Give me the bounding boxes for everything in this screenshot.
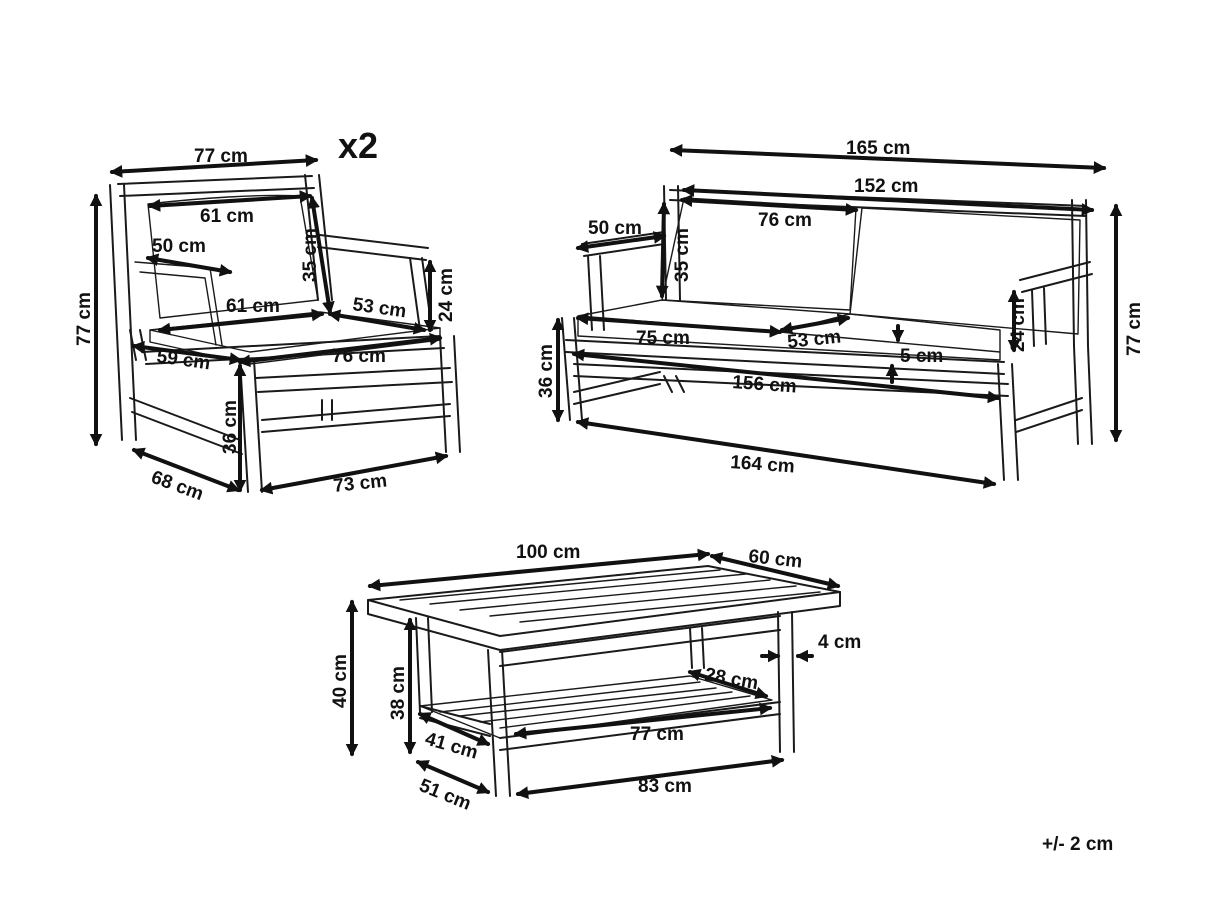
dim-line xyxy=(669,144,1107,174)
sofa-cushion-thick-label: 5 cm xyxy=(900,346,943,367)
dim-line xyxy=(131,447,241,493)
armchair-side-depth-label: 59 cm xyxy=(155,346,211,374)
armchair-arm-height-label: 24 cm xyxy=(436,268,457,322)
dim-line xyxy=(681,184,1095,216)
armchair-base-width-label: 73 cm xyxy=(332,470,388,497)
sofa-cushion-back-label: 76 cm xyxy=(758,210,812,231)
dim-line xyxy=(307,195,335,315)
dim-line xyxy=(145,253,233,277)
sofa-cushion-width-label: 75 cm xyxy=(636,328,690,349)
dim-line xyxy=(687,668,769,700)
armchair-drawing xyxy=(109,174,461,493)
armchair-height-label: 77 cm xyxy=(74,292,95,346)
dim-line xyxy=(417,712,491,746)
dim-line xyxy=(109,154,319,178)
table-dimensions xyxy=(345,548,841,800)
dim-line xyxy=(575,312,783,338)
sofa-seat-height-label: 36 cm xyxy=(536,344,557,398)
dim-line xyxy=(515,754,785,800)
table-leg-inset-label: 4 cm xyxy=(818,632,861,653)
dim-line xyxy=(655,201,671,299)
armchair-width-top-label: 77 cm xyxy=(194,146,248,167)
dim-line xyxy=(571,348,1001,404)
dim-line xyxy=(237,332,443,368)
sofa-height-label: 77 cm xyxy=(1124,302,1145,356)
table-shelf-front-label: 41 cm xyxy=(423,729,481,764)
table-leg-height-label: 38 cm xyxy=(388,666,409,720)
sofa-total-width-label: 165 cm xyxy=(846,138,910,159)
tolerance-note: +/- 2 cm xyxy=(1042,834,1113,855)
sofa-arm-height-label: 24 cm xyxy=(1008,298,1029,352)
dim-line xyxy=(779,313,851,335)
table-height-label: 40 cm xyxy=(330,654,351,708)
sofa-arm-length-label: 50 cm xyxy=(588,218,642,239)
dim-line xyxy=(575,417,997,489)
dim-line xyxy=(367,548,711,592)
armchair-front-width-label: 76 cm xyxy=(332,346,386,367)
sofa-back-width-label: 152 cm xyxy=(854,176,918,197)
dim-line xyxy=(327,309,427,335)
armchair-arm-length-label: 50 cm xyxy=(152,236,206,257)
armchair-dimensions xyxy=(89,154,449,495)
armchair-seat-height-label: 36 cm xyxy=(220,400,241,454)
dim-line xyxy=(575,231,667,253)
dim-line xyxy=(415,760,491,794)
sofa-dimensions xyxy=(551,144,1123,489)
dim-line xyxy=(679,194,859,216)
dim-line xyxy=(131,340,243,366)
table-base-length-label: 83 cm xyxy=(638,776,692,797)
dim-line xyxy=(157,308,325,336)
table-top-length-label: 100 cm xyxy=(516,542,580,563)
sofa-front-width-label: 156 cm xyxy=(732,372,798,397)
sofa-base-width-label: 164 cm xyxy=(730,452,796,477)
table-shelf-depth-label: 28 cm xyxy=(703,664,760,694)
table-shelf-length-label: 77 cm xyxy=(630,724,684,745)
multiplier-label: x2 xyxy=(338,125,378,166)
sofa-seat-depth-label: 53 cm xyxy=(786,326,842,353)
armchair-back-inner-label: 61 cm xyxy=(200,206,254,227)
dim-line xyxy=(709,552,841,590)
dim-line xyxy=(259,451,449,495)
sofa-back-height-label: 35 cm xyxy=(672,228,693,282)
dim-line xyxy=(513,702,773,740)
armchair-seat-width-label: 61 cm xyxy=(226,296,280,317)
dim-line xyxy=(147,190,313,212)
armchair-back-height-label: 35 cm xyxy=(300,228,321,282)
table-top-width-label: 60 cm xyxy=(747,546,803,573)
